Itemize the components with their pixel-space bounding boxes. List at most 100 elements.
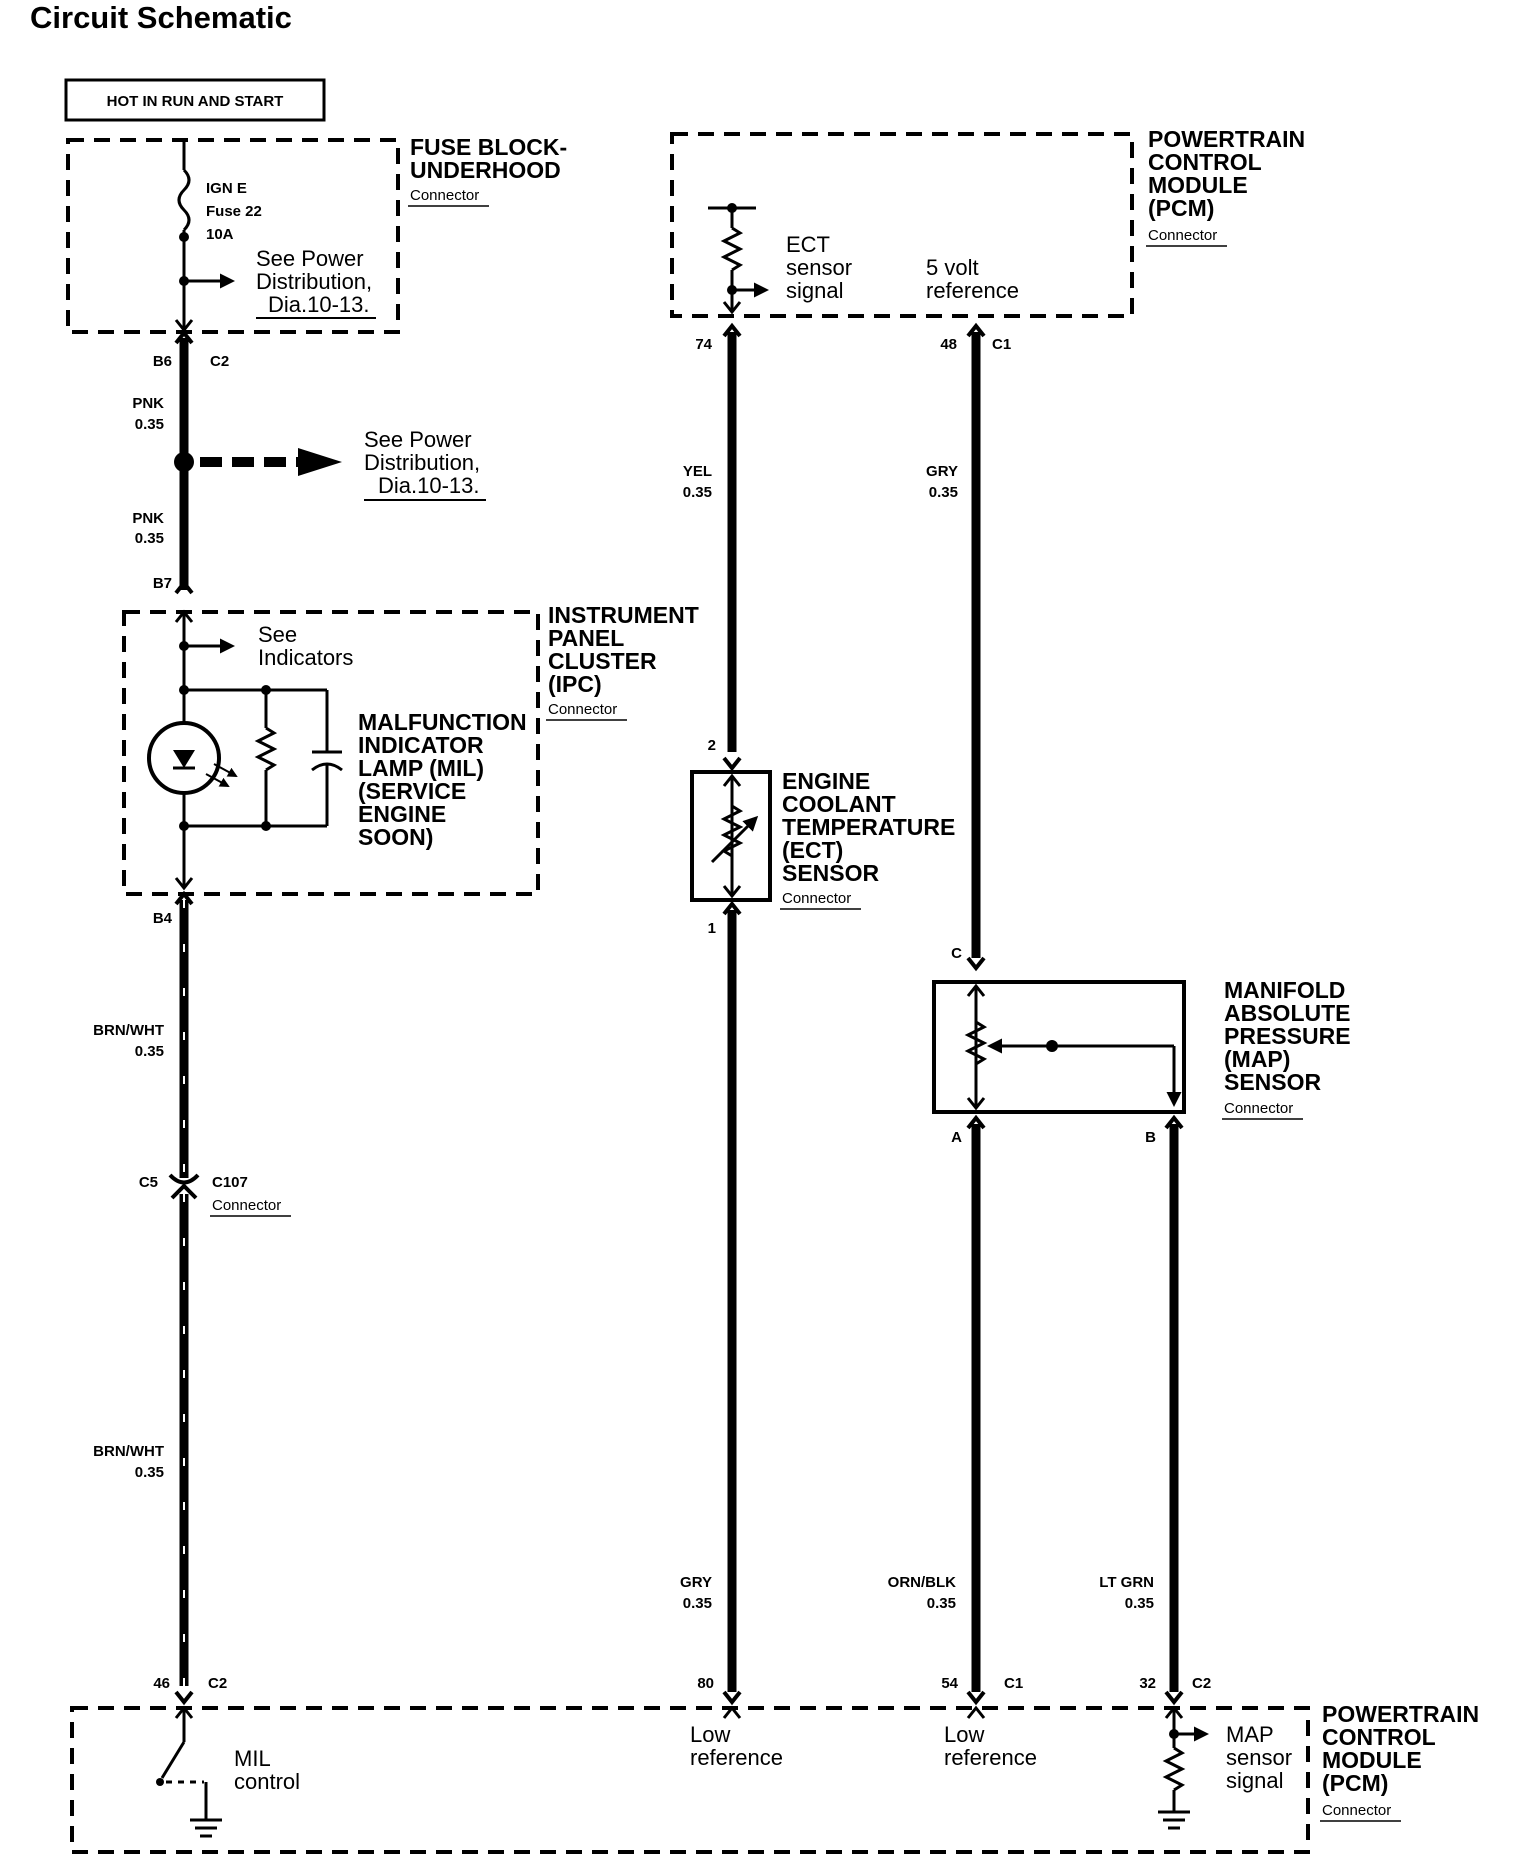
pcm-top-name-3: MODULE [1148, 172, 1248, 198]
pnk-see-line-1: See Power [364, 427, 472, 452]
ect-name-1: ENGINE [782, 768, 870, 794]
map-name-1: MANIFOLD [1224, 977, 1345, 1003]
pcm-top-name-4: (PCM) [1148, 195, 1214, 221]
gry-top-gauge: 0.35 [929, 484, 958, 501]
map-name-2: ABSOLUTE [1224, 1000, 1351, 1026]
gry-wire-top [966, 322, 986, 972]
pullup-resistor-icon [720, 226, 744, 272]
pcm-ref-line-2: reference [926, 278, 1019, 303]
gry-top-color: GRY [926, 463, 958, 480]
pin-map-b: B [1145, 1129, 1156, 1146]
mil-control-line-2: control [234, 1769, 300, 1794]
orn-color: ORN/BLK [888, 1574, 956, 1591]
pin-ect-2: 2 [708, 737, 716, 754]
pcm-bottom-connector: Connector [1322, 1802, 1391, 1819]
ipc-name-4: (IPC) [548, 671, 602, 697]
conn-c2-left: C2 [208, 1675, 227, 1692]
brn-upper-gauge: 0.35 [135, 1043, 164, 1060]
pin-ect-1: 1 [708, 920, 716, 937]
conn-c2-right: C2 [1192, 1675, 1211, 1692]
map-signal-line-3: signal [1226, 1768, 1283, 1793]
gry-bottom-color: GRY [680, 1574, 712, 1591]
ect-connector: Connector [782, 890, 851, 907]
yel-gauge: 0.35 [683, 484, 712, 501]
mil-name-4: (SERVICE [358, 778, 466, 804]
yel-wire [722, 322, 742, 772]
mil-name-2: INDICATOR [358, 732, 484, 758]
pnk-upper-color: PNK [132, 395, 164, 412]
ipc-name-1: INSTRUMENT [548, 602, 699, 628]
pcm-ect-line-2: sensor [786, 255, 852, 280]
ipc-name-3: CLUSTER [548, 648, 657, 674]
pcm-bottom-name-3: MODULE [1322, 1747, 1422, 1773]
pcm-bottom-name-1: POWERTRAIN [1322, 1701, 1479, 1727]
pin-46: 46 [153, 1675, 170, 1692]
thermistor-icon [720, 804, 744, 858]
pcm-ect-line-1: ECT [786, 232, 830, 257]
fuse-see-line-3: Dia.10-13. [268, 292, 370, 317]
potentiometer-icon [964, 1020, 988, 1066]
c107-connector: Connector [212, 1197, 281, 1214]
lt-grn-wire [1164, 1114, 1184, 1706]
map-signal-line-1: MAP [1226, 1722, 1274, 1747]
brn-lower-gauge: 0.35 [135, 1464, 164, 1481]
map-name-3: PRESSURE [1224, 1023, 1351, 1049]
fuse-icon [177, 168, 191, 232]
map-connector: Connector [1224, 1100, 1293, 1117]
gry-wire-bottom [722, 900, 742, 1706]
resistor-icon [254, 726, 278, 772]
pcm-ect-line-3: signal [786, 278, 843, 303]
fuse-rating: 10A [206, 226, 234, 243]
ect-name-2: COOLANT [782, 791, 896, 817]
map-name-4: (MAP) [1224, 1046, 1290, 1072]
low-ref-1-line-2: reference [690, 1745, 783, 1770]
pin-54: 54 [941, 1675, 958, 1692]
fuse-block-name-1: FUSE BLOCK- [410, 134, 567, 160]
ect-name-3: TEMPERATURE [782, 814, 955, 840]
brn-wht-wire [168, 890, 200, 1706]
ipc-name-2: PANEL [548, 625, 624, 651]
pnk-lower-color: PNK [132, 510, 164, 527]
switch-icon [160, 1741, 186, 1779]
pcm-bottom-name-4: (PCM) [1322, 1770, 1388, 1796]
pin-74: 74 [695, 336, 712, 353]
pnk-upper-gauge: 0.35 [135, 416, 164, 433]
orn-gauge: 0.35 [927, 1595, 956, 1612]
hot-label: HOT IN RUN AND START [107, 93, 284, 110]
pnk-see-line-2: Distribution, [364, 450, 480, 475]
pin-b4: B4 [153, 910, 173, 927]
fuse-ign-e: IGN E [206, 180, 247, 197]
pin-c2-fuse: C2 [210, 353, 229, 370]
mil-control-line-1: MIL [234, 1746, 271, 1771]
mil-name-6: SOON) [358, 824, 433, 850]
pcm-ref-line-1: 5 volt [926, 255, 979, 280]
pnk-see-line-3: Dia.10-13. [378, 473, 480, 498]
conn-c1-bottom: C1 [1004, 1675, 1023, 1692]
ect-name-4: (ECT) [782, 837, 843, 863]
fuse-see-line-1: See Power [256, 246, 364, 271]
ect-name-5: SENSOR [782, 860, 880, 886]
pin-map-c: C [951, 945, 962, 962]
pin-48: 48 [940, 336, 957, 353]
brn-upper-color: BRN/WHT [93, 1022, 164, 1039]
grn-color: LT GRN [1099, 1574, 1154, 1591]
pnk-wire [174, 329, 342, 595]
ipc-see-line-2: Indicators [258, 645, 353, 670]
mil-name-3: LAMP (MIL) [358, 755, 484, 781]
mil-name-5: ENGINE [358, 801, 446, 827]
pulldown-resistor-icon [1162, 1746, 1186, 1792]
fuse-block [66, 138, 400, 334]
map-name-5: SENSOR [1224, 1069, 1322, 1095]
brn-lower-color: BRN/WHT [93, 1443, 164, 1460]
fuse-block-name-2: UNDERHOOD [410, 157, 561, 183]
ipc-see-line-1: See [258, 622, 297, 647]
yel-color: YEL [683, 463, 712, 480]
conn-c1-top: C1 [992, 336, 1011, 353]
pin-80: 80 [697, 1675, 714, 1692]
pcm-top-name-2: CONTROL [1148, 149, 1262, 175]
fuse-see-line-2: Distribution, [256, 269, 372, 294]
pcm-bottom-name-2: CONTROL [1322, 1724, 1436, 1750]
pcm-bottom-block [70, 1705, 1310, 1854]
pcm-top-connector: Connector [1148, 227, 1217, 244]
instrument-panel-cluster [122, 609, 540, 896]
